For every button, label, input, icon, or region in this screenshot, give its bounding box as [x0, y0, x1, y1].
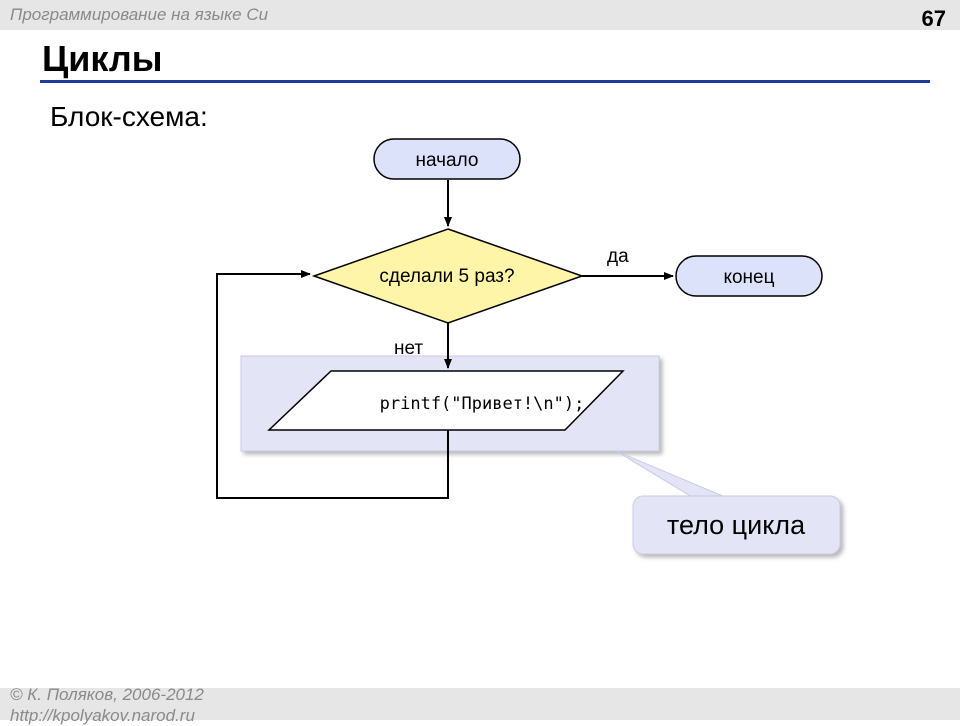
callout-pointer [615, 450, 726, 498]
output-code-label: printf("Привет!\n"); [380, 394, 585, 414]
slide-subtitle: Блок-схема: [50, 101, 208, 132]
output-parallelogram [267, 370, 625, 431]
footer-url[interactable]: http://kpolyakov.narod.ru [10, 706, 195, 725]
course-title: Программирование на языке Си [10, 5, 269, 24]
loop-body-callout [632, 495, 841, 555]
callout-label: тело цикла [667, 510, 806, 540]
header-bar [0, 0, 960, 30]
condition-decision [311, 228, 585, 324]
condition-label: сделали 5 раз? [379, 266, 514, 287]
page-number: 67 [921, 6, 946, 31]
title-underline [40, 80, 930, 83]
start-label: начало [416, 150, 479, 171]
end-label: конец [723, 267, 774, 288]
footer-bar [0, 688, 960, 720]
end-terminal [675, 255, 823, 297]
loop-back-arrow [216, 270, 449, 499]
start-terminal [373, 138, 521, 180]
no-label: нет [394, 338, 423, 359]
yes-label: да [607, 246, 629, 267]
slide-title: Циклы [42, 38, 163, 79]
footer-copyright: © К. Поляков, 2006-2012 [10, 685, 204, 704]
